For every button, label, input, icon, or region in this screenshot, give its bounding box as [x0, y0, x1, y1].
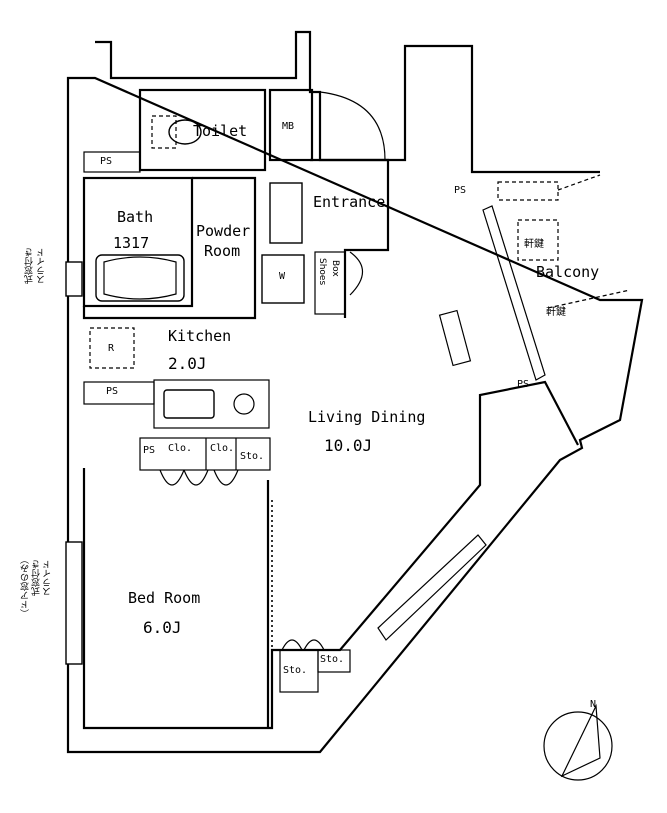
label-entrance: Entrance [313, 193, 386, 211]
entrance-door [319, 91, 386, 161]
label-ps-top: PS [100, 156, 113, 167]
label-balcony-note-lower: 軒鍵 [546, 307, 566, 318]
shoes-door [349, 251, 364, 296]
living-window [377, 534, 487, 641]
compass-needle [560, 703, 601, 778]
entrance-wall [310, 158, 390, 318]
label-toilet: Toilet [193, 122, 248, 140]
outer-wall [66, 30, 644, 754]
label-kitchen-area: 2.0J [168, 354, 207, 373]
living-fixture [438, 309, 472, 367]
label-powder: Powder [196, 222, 251, 240]
side-note-upper-1: スライド [37, 248, 47, 284]
toilet-bowl [168, 119, 202, 145]
ps-box-mid [83, 381, 155, 405]
interior-wall [82, 380, 579, 730]
label-balcony: Balcony [536, 263, 600, 281]
label-powder-room: Room [204, 242, 241, 260]
washer-space [261, 254, 305, 304]
powder-counter [269, 182, 303, 244]
ps-box-top [83, 151, 141, 173]
compass-circle [543, 711, 613, 781]
label-ps-living: PS [517, 379, 530, 390]
label-fridge: R [108, 343, 115, 354]
label-kitchen: Kitchen [168, 327, 232, 345]
label-washer: W [279, 271, 286, 282]
window-left-upper [65, 261, 83, 297]
balcony-unit-1 [497, 181, 559, 201]
label-bedroom: Bed Room [128, 589, 201, 607]
label-clo-1: Clo. [168, 443, 193, 454]
label-ps-balcony: PS [454, 185, 467, 196]
label-living-dining: Living Dining [308, 408, 426, 426]
storage-doors [281, 639, 325, 651]
label-box: Box [330, 260, 340, 277]
label-mb: MB [282, 121, 295, 132]
kitchen-counter [153, 379, 270, 429]
balcony-rail [482, 205, 546, 381]
window-left-lower [65, 541, 83, 665]
storage-bottom-2 [317, 649, 351, 673]
label-sto-bottom-1: Sto. [283, 665, 308, 676]
shoes-box [314, 251, 346, 315]
label-bath: Bath [117, 208, 154, 226]
toilet-room [138, 88, 267, 172]
compass-north-label: N [590, 699, 597, 710]
label-shoes: Shoes [317, 258, 327, 286]
label-ps-mid: PS [106, 386, 119, 397]
label-clo-2: Clo. [210, 443, 235, 454]
stove-burner [233, 393, 255, 415]
balcony-unit-2 [517, 219, 559, 261]
label-sto-bottom-2: Sto. [320, 654, 345, 665]
balcony-arrows [547, 174, 631, 309]
fridge-space [89, 327, 135, 369]
side-note-upper-2: 式窓付き [25, 248, 35, 284]
closet-doors [159, 469, 239, 486]
mb-box [268, 88, 314, 162]
side-note-lower-1: スライド [43, 560, 53, 596]
bath-room [82, 176, 194, 308]
side-note-lower-2: 式窓付き [32, 560, 42, 596]
label-ps-closet: PS [143, 445, 156, 456]
tub-inner [103, 256, 177, 300]
bath-tub [95, 254, 185, 302]
label-bath-size: 1317 [113, 234, 150, 252]
label-living-area: 10.0J [324, 436, 373, 455]
label-sto-closet: Sto. [240, 451, 265, 462]
side-note-lower-3: （ドア窓のみ） [21, 555, 31, 618]
label-bedroom-area: 6.0J [143, 618, 182, 637]
closet-row [139, 437, 271, 471]
label-balcony-note-upper: 軒鍵 [524, 239, 544, 250]
powder-wall [82, 176, 257, 320]
kitchen-sink [163, 389, 215, 419]
